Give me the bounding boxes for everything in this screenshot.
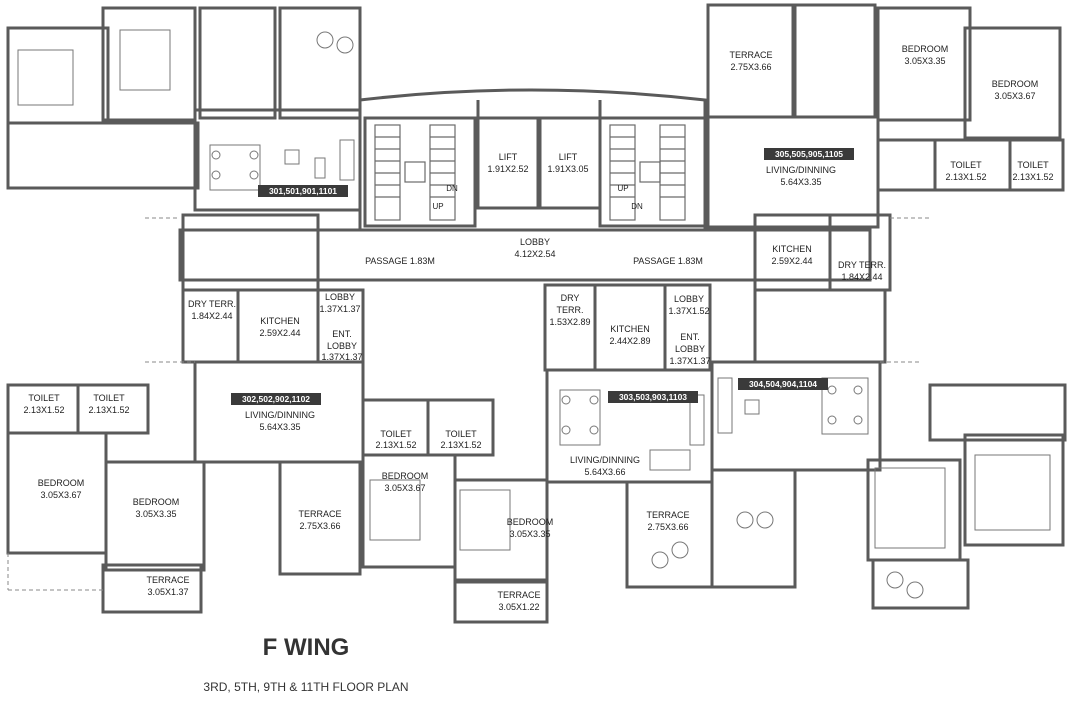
room-dim: 2.75X3.66 bbox=[730, 62, 771, 72]
room-dim: 5.64X3.35 bbox=[780, 177, 821, 187]
room-dim: 2.13X1.52 bbox=[375, 440, 416, 450]
room-name: LOBBY bbox=[327, 341, 357, 351]
stair-dn-label: DN bbox=[446, 184, 458, 193]
room-name: BEDROOM bbox=[507, 517, 554, 527]
room-name: LIVING/DINNING bbox=[766, 165, 836, 175]
passage-label: PASSAGE 1.83M bbox=[365, 256, 435, 266]
stair-dn-label: DN bbox=[631, 202, 643, 211]
stair-markers: UP DN UP DN bbox=[432, 184, 643, 211]
room-dim: 1.91X2.52 bbox=[487, 164, 528, 174]
room-dim: 2.13X1.52 bbox=[88, 405, 129, 415]
unit-tag-bg bbox=[608, 391, 698, 403]
room-dim: 1.84X2.44 bbox=[841, 272, 882, 282]
room-dim: 2.59X2.44 bbox=[259, 328, 300, 338]
room-name: TERRACE bbox=[729, 50, 772, 60]
room-name: ENT. bbox=[680, 332, 700, 342]
room-name: TOILET bbox=[1017, 160, 1049, 170]
room-dim: 1.37X1.37 bbox=[319, 304, 360, 314]
room-name: KITCHEN bbox=[610, 324, 650, 334]
room-name: BEDROOM bbox=[992, 79, 1039, 89]
room-name: TERRACE bbox=[497, 590, 540, 600]
passage-label: PASSAGE 1.83M bbox=[633, 256, 703, 266]
room-name: LIVING/DINNING bbox=[245, 410, 315, 420]
room-name: ENT. bbox=[332, 329, 352, 339]
room-name: BEDROOM bbox=[133, 497, 180, 507]
unit-tag: 305,505,905,1105 bbox=[775, 149, 843, 159]
room-labels: TERRACE 2.75X3.66 BEDROOM 3.05X3.35 BEDR… bbox=[23, 44, 1053, 612]
room-dim: 3.05X3.35 bbox=[904, 56, 945, 66]
room-name: TERR. bbox=[557, 305, 584, 315]
room-name: LIVING/DINNING bbox=[570, 455, 640, 465]
room-dim: 2.59X2.44 bbox=[771, 256, 812, 266]
room-dim: 2.13X1.52 bbox=[23, 405, 64, 415]
unit-tag: 304,504,904,1104 bbox=[749, 379, 817, 389]
room-dim: 1.53X2.89 bbox=[549, 317, 590, 327]
stair-up-label: UP bbox=[617, 184, 628, 193]
room-dim: 2.13X1.52 bbox=[1012, 172, 1053, 182]
unit-tag: 301,501,901,1101 bbox=[269, 186, 337, 196]
room-dim: 3.05X1.22 bbox=[498, 602, 539, 612]
room-dim: 2.13X1.52 bbox=[440, 440, 481, 450]
room-dim: 3.05X3.35 bbox=[509, 529, 550, 539]
room-name: TOILET bbox=[93, 393, 125, 403]
room-dim: 4.12X2.54 bbox=[514, 249, 555, 259]
room-name: LOBBY bbox=[675, 344, 705, 354]
room-name: TERRACE bbox=[146, 575, 189, 585]
room-dim: 5.64X3.66 bbox=[584, 467, 625, 477]
unit-tag-bg bbox=[258, 185, 348, 197]
plan-title: F WING bbox=[262, 634, 350, 661]
room-name: BEDROOM bbox=[382, 471, 429, 481]
unit-tag-bg bbox=[764, 148, 854, 160]
room-name: TOILET bbox=[445, 429, 477, 439]
unit-tag: 302,502,902,1102 bbox=[242, 394, 310, 404]
walls bbox=[6, 3, 1067, 624]
room-dim: 1.37X1.37 bbox=[669, 356, 710, 366]
room-name: LOBBY bbox=[325, 292, 355, 302]
unit-tag-bg bbox=[738, 378, 828, 390]
room-name: LOBBY bbox=[520, 237, 550, 247]
room-dim: 3.05X1.37 bbox=[147, 587, 188, 597]
room-name: TERRACE bbox=[298, 509, 341, 519]
room-dim: 2.13X1.52 bbox=[945, 172, 986, 182]
stair-up-label: UP bbox=[432, 202, 443, 211]
room-name: BEDROOM bbox=[38, 478, 85, 488]
room-dim: 2.44X2.89 bbox=[609, 336, 650, 346]
room-name: KITCHEN bbox=[772, 244, 812, 254]
room-dim: 1.91X3.05 bbox=[547, 164, 588, 174]
room-dim: 1.37X1.37 bbox=[321, 352, 362, 362]
room-dim: 3.05X3.67 bbox=[994, 91, 1035, 101]
room-dim: 1.84X2.44 bbox=[191, 311, 232, 321]
room-name: BEDROOM bbox=[902, 44, 949, 54]
room-name: LIFT bbox=[559, 152, 578, 162]
room-name: TOILET bbox=[380, 429, 412, 439]
stair-treads bbox=[374, 124, 686, 221]
unit-tags: 301,501,901,1101 305,505,905,1105 302,50… bbox=[231, 148, 854, 405]
furniture bbox=[17, 29, 1051, 599]
room-name: TERRACE bbox=[646, 510, 689, 520]
room-name: DRY TERR. bbox=[188, 299, 236, 309]
room-dim: 3.05X3.67 bbox=[384, 483, 425, 493]
plan-subtitle: 3RD, 5TH, 9TH & 11TH FLOOR PLAN bbox=[203, 680, 409, 694]
room-dim: 2.75X3.66 bbox=[647, 522, 688, 532]
room-name: KITCHEN bbox=[260, 316, 300, 326]
room-name: LOBBY bbox=[674, 294, 704, 304]
room-name: DRY TERR. bbox=[838, 260, 886, 270]
room-dim: 3.05X3.67 bbox=[40, 490, 81, 500]
room-name: TOILET bbox=[28, 393, 60, 403]
room-dim: 2.75X3.66 bbox=[299, 521, 340, 531]
room-name: TOILET bbox=[950, 160, 982, 170]
room-name: DRY bbox=[561, 293, 580, 303]
unit-tag-bg bbox=[231, 393, 321, 405]
unit-tag: 303,503,903,1103 bbox=[619, 392, 687, 402]
room-dim: 3.05X3.35 bbox=[135, 509, 176, 519]
room-dim: 1.37X1.52 bbox=[668, 306, 709, 316]
room-name: LIFT bbox=[499, 152, 518, 162]
dashed-outlines bbox=[7, 217, 930, 591]
room-dim: 5.64X3.35 bbox=[259, 422, 300, 432]
